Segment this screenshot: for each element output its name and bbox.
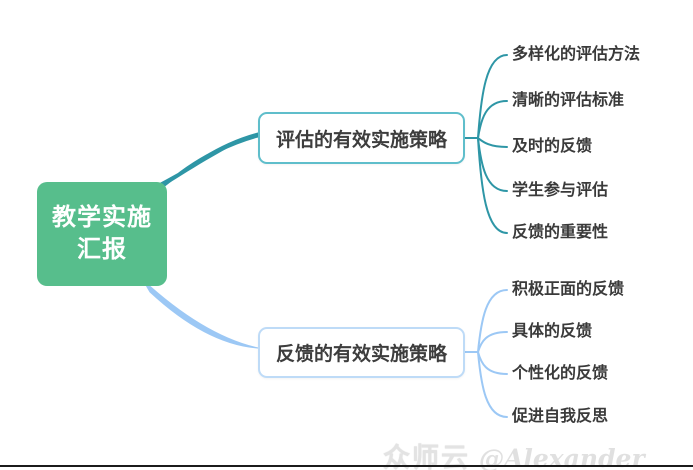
fan-feedback-child-4 xyxy=(477,351,508,418)
fan-eval-child-3 xyxy=(477,137,508,148)
leaf-eval-5[interactable]: 反馈的重要性 xyxy=(512,224,609,241)
leaf-eval-1[interactable]: 多样化的评估方法 xyxy=(512,46,641,63)
trunk-connector-feedback xyxy=(142,279,259,349)
leaf-feedback-2[interactable]: 具体的反馈 xyxy=(512,323,593,340)
fan-feedback xyxy=(464,289,508,418)
root-node[interactable]: 教学实施 汇报 xyxy=(37,182,167,286)
fan-eval-child-5 xyxy=(477,137,508,234)
branch-node-eval[interactable]: 评估的有效实施策略 xyxy=(258,112,465,164)
bottom-divider-line xyxy=(0,465,693,467)
fan-feedback-child-2 xyxy=(477,331,508,353)
leaf-eval-4[interactable]: 学生参与评估 xyxy=(512,182,609,199)
fan-eval-child-1 xyxy=(477,54,508,139)
fan-eval-child-2 xyxy=(477,100,508,139)
branch-node-feedback[interactable]: 反馈的有效实施策略 xyxy=(258,327,465,378)
fan-feedback-child-1 xyxy=(477,289,508,353)
fan-eval xyxy=(464,54,508,234)
leaf-feedback-3[interactable]: 个性化的反馈 xyxy=(512,365,609,382)
leaf-eval-3[interactable]: 及时的反馈 xyxy=(512,138,593,155)
leaf-feedback-4[interactable]: 促进自我反思 xyxy=(512,408,609,425)
leaf-eval-2[interactable]: 清晰的评估标准 xyxy=(512,92,625,109)
fan-feedback-child-3 xyxy=(477,351,508,375)
leaf-feedback-1[interactable]: 积极正面的反馈 xyxy=(512,281,625,298)
